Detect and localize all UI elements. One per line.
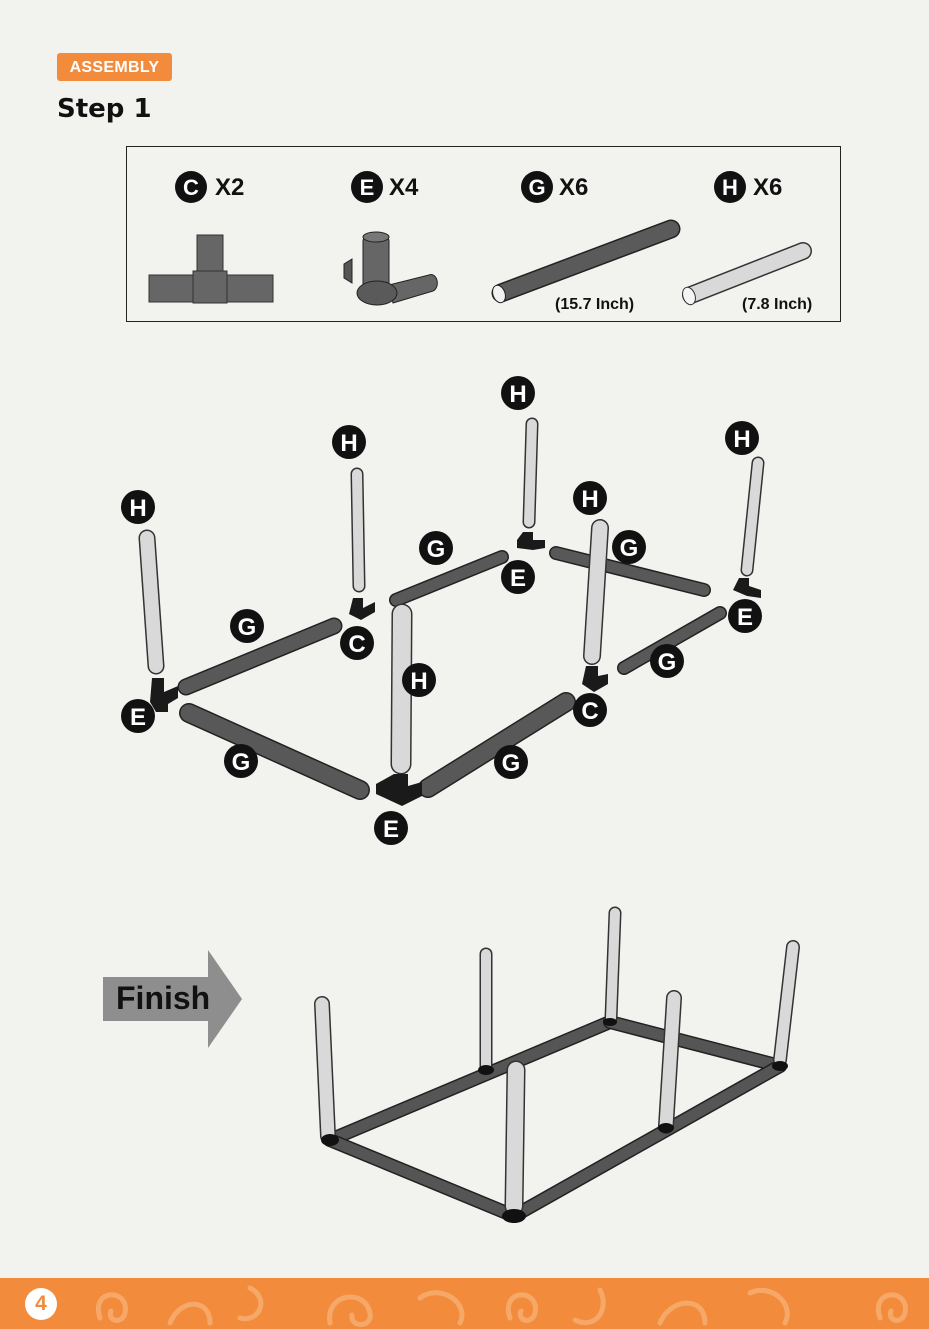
svg-text:G: G bbox=[232, 749, 251, 776]
callout-g: G bbox=[224, 744, 258, 778]
part-h: H X6 (7.8 Inch) bbox=[680, 171, 812, 313]
callout-e: E bbox=[374, 811, 408, 845]
part-h-letter: H bbox=[722, 175, 738, 200]
svg-text:G: G bbox=[238, 614, 257, 641]
part-e: E X4 bbox=[344, 171, 437, 305]
g-long-pipe-icon bbox=[490, 229, 671, 305]
callout-c: C bbox=[340, 626, 374, 660]
part-g-length: (15.7 Inch) bbox=[555, 296, 634, 313]
parts-list: C X2 E X4 G X6 bbox=[126, 146, 841, 322]
svg-text:C: C bbox=[581, 698, 598, 725]
callout-g: G bbox=[650, 644, 684, 678]
part-g: G X6 (15.7 Inch) bbox=[490, 171, 671, 313]
callout-h: H bbox=[402, 663, 436, 697]
e-corner-icon bbox=[344, 232, 437, 305]
svg-text:H: H bbox=[733, 426, 750, 453]
part-c: C X2 bbox=[149, 171, 273, 303]
c-tee-icon bbox=[149, 235, 273, 303]
part-c-letter: C bbox=[183, 175, 199, 200]
callout-g: G bbox=[419, 531, 453, 565]
part-g-letter: G bbox=[528, 175, 545, 200]
callout-h: H bbox=[501, 376, 535, 410]
g-pipes bbox=[186, 553, 720, 790]
svg-text:E: E bbox=[510, 565, 526, 592]
callout-e: E bbox=[728, 599, 762, 633]
svg-text:G: G bbox=[502, 750, 521, 777]
svg-text:H: H bbox=[129, 495, 146, 522]
part-e-qty: X4 bbox=[389, 174, 419, 201]
part-g-qty: X6 bbox=[559, 174, 588, 201]
callout-h: H bbox=[332, 425, 366, 459]
exploded-assembly-diagram: H H H H H H G G G G G G C C E E E E bbox=[0, 360, 929, 860]
callout-h: H bbox=[573, 481, 607, 515]
svg-text:G: G bbox=[427, 536, 446, 563]
svg-text:G: G bbox=[620, 535, 639, 562]
swirl-pattern-icon bbox=[0, 1278, 929, 1329]
callout-g: G bbox=[230, 609, 264, 643]
callout-e: E bbox=[121, 699, 155, 733]
svg-text:H: H bbox=[410, 668, 427, 695]
callout-h: H bbox=[725, 421, 759, 455]
svg-text:E: E bbox=[130, 704, 146, 731]
svg-text:H: H bbox=[509, 381, 526, 408]
callout-e: E bbox=[501, 560, 535, 594]
page-number: 4 bbox=[25, 1288, 57, 1320]
finished-assembly bbox=[290, 900, 830, 1240]
part-h-length: (7.8 Inch) bbox=[742, 296, 812, 313]
callout-g: G bbox=[494, 745, 528, 779]
svg-text:E: E bbox=[737, 604, 753, 631]
part-e-letter: E bbox=[360, 175, 375, 200]
callout-g: G bbox=[612, 530, 646, 564]
svg-text:G: G bbox=[658, 649, 677, 676]
callout-h: H bbox=[121, 490, 155, 524]
svg-text:E: E bbox=[383, 816, 399, 843]
part-c-qty: X2 bbox=[215, 174, 244, 201]
page-footer bbox=[0, 1278, 929, 1329]
svg-text:H: H bbox=[340, 430, 357, 457]
part-h-qty: X6 bbox=[753, 174, 782, 201]
parts-illustration: C X2 E X4 G X6 bbox=[127, 147, 842, 323]
finish-label: Finish bbox=[116, 980, 210, 1017]
h-pipes bbox=[147, 424, 758, 764]
section-badge: ASSEMBLY bbox=[57, 53, 172, 81]
step-title: Step 1 bbox=[57, 94, 152, 124]
callout-c: C bbox=[573, 693, 607, 727]
svg-text:H: H bbox=[581, 486, 598, 513]
svg-text:C: C bbox=[348, 631, 365, 658]
